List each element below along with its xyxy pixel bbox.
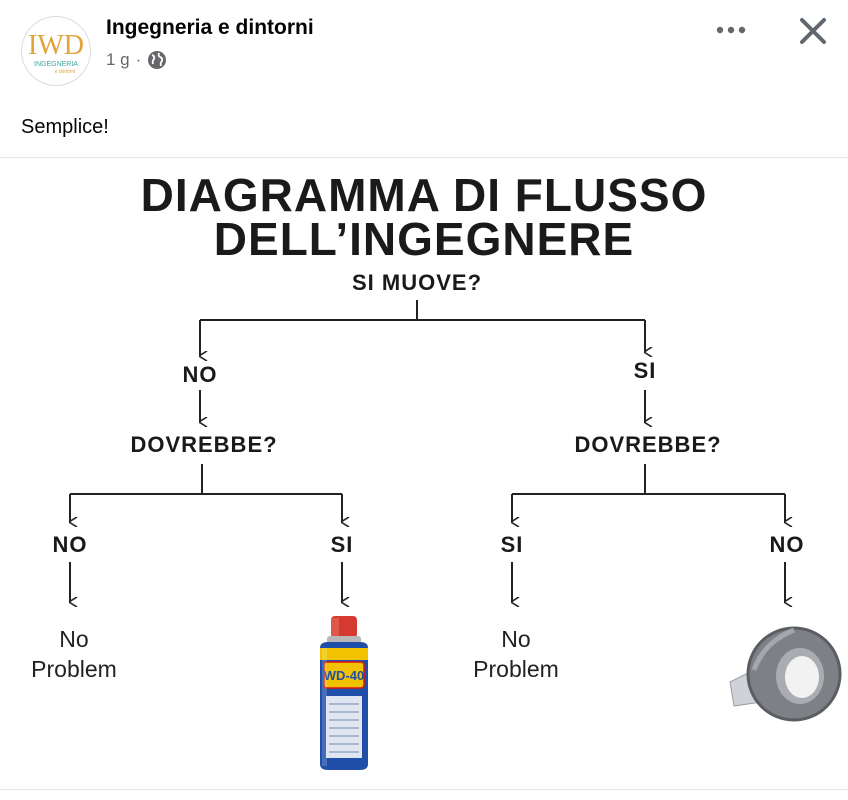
- left-left-answer: NO: [52, 532, 88, 557]
- right-no-problem-line2: Problem: [473, 656, 559, 682]
- post-caption: Semplice!: [21, 116, 109, 138]
- wd40-label: WD-40: [324, 668, 364, 683]
- left-no-problem: No Problem: [31, 624, 117, 684]
- wd40-spray-can-icon: WD-40: [320, 616, 368, 770]
- duct-tape-roll-icon: [729, 626, 842, 722]
- right-left-answer: SI: [500, 532, 524, 557]
- logo-line2: e dintorni: [55, 69, 76, 75]
- logo-icon: IWD INGEGNERIA e dintorni: [28, 30, 84, 75]
- right-question: DOVREBBE?: [574, 432, 722, 457]
- right-no-problem: No Problem: [473, 624, 559, 684]
- more-options-button[interactable]: [714, 18, 748, 42]
- right-right-answer: NO: [769, 532, 805, 557]
- right-no-problem-line1: No: [501, 626, 531, 652]
- post-meta: 1 g ·: [106, 50, 167, 70]
- flowchart-title-line2: DELL’INGEGNERE: [213, 213, 635, 265]
- right-answer: SI: [633, 358, 657, 383]
- left-no-problem-line2: Problem: [31, 656, 117, 682]
- close-button[interactable]: [795, 13, 831, 49]
- post-time[interactable]: 1 g: [106, 50, 130, 69]
- more-horizontal-icon: [716, 26, 746, 34]
- flowchart-connectors: [69, 300, 848, 788]
- left-answer: NO: [182, 362, 218, 387]
- image-bottom-divider: [0, 789, 848, 790]
- logo-line1: INGEGNERIA: [34, 61, 78, 68]
- left-right-answer: SI: [330, 532, 354, 557]
- left-no-problem-line1: No: [59, 626, 89, 652]
- caption-divider: [0, 157, 848, 158]
- page-name-link[interactable]: Ingegneria e dintorni: [106, 16, 314, 39]
- close-icon: [800, 18, 826, 44]
- globe-icon[interactable]: [147, 50, 167, 70]
- root-question: SI MUOVE?: [351, 270, 483, 295]
- meta-separator: ·: [135, 50, 142, 69]
- left-question: DOVREBBE?: [130, 432, 278, 457]
- post-image-flowchart[interactable]: DIAGRAMMA DI FLUSSO DELL’INGEGNERE SI MU…: [0, 160, 848, 788]
- flowchart-title-line1: DIAGRAMMA DI FLUSSO: [140, 169, 708, 221]
- logo-mark: IWD: [28, 30, 84, 61]
- page-avatar[interactable]: IWD INGEGNERIA e dintorni: [21, 16, 91, 86]
